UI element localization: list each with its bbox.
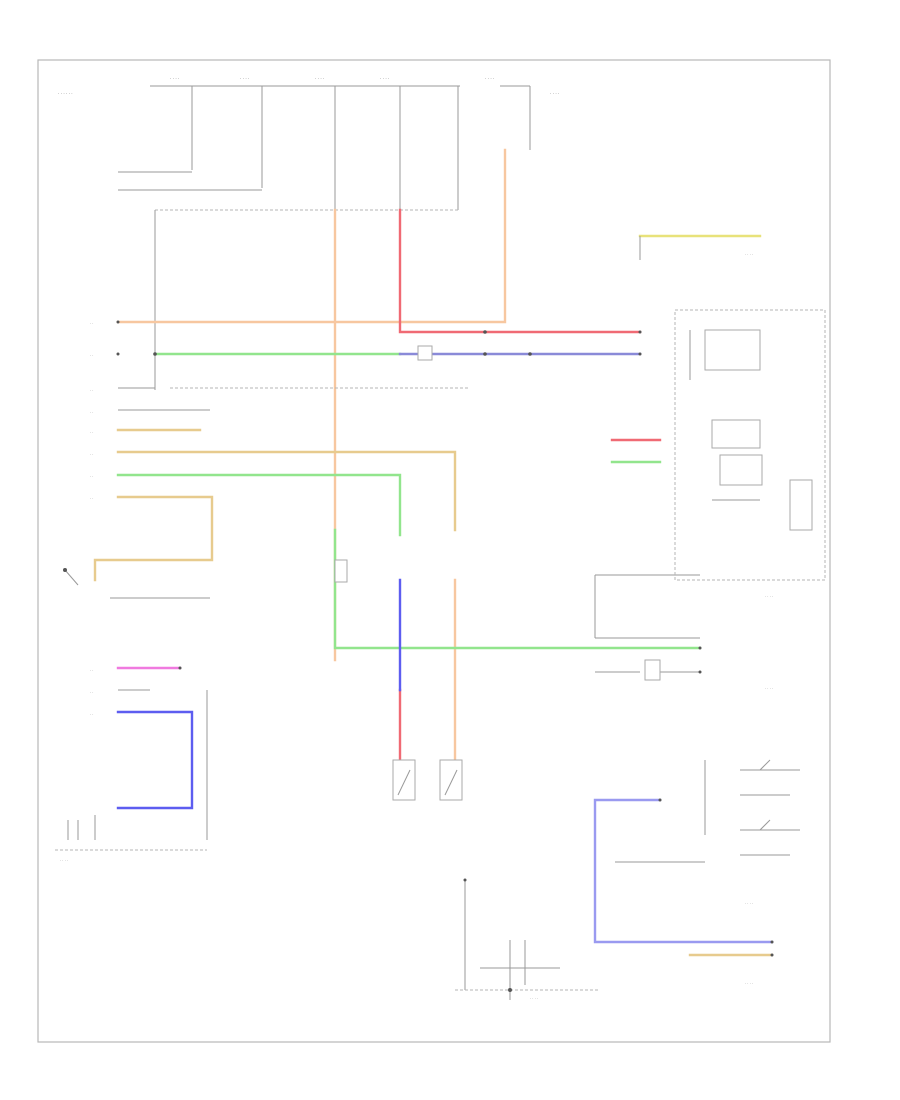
wire-red-1	[398, 208, 642, 334]
wire-tan-1	[116, 450, 457, 532]
svg-text:· · · ·: · · · ·	[745, 982, 753, 986]
junction-dots	[116, 320, 774, 992]
text-fuse-4: · · · ·	[380, 76, 389, 81]
text-fuse-5: · · · ·	[485, 76, 494, 81]
svg-text:· ·: · ·	[90, 453, 93, 457]
diagram-frame	[37, 59, 831, 1043]
svg-text:· · · ·: · · · ·	[765, 595, 773, 599]
svg-text:· · · ·: · · · ·	[745, 253, 753, 257]
svg-text:· ·: · ·	[90, 322, 93, 326]
control-module	[674, 309, 826, 581]
svg-text:· ·: · ·	[90, 691, 93, 695]
svg-text:· ·: · ·	[90, 354, 93, 358]
text-fuse-1: · · · ·	[170, 76, 179, 81]
gray-wiring	[55, 236, 706, 1000]
wire-blue-2	[116, 710, 194, 810]
wire-green-2	[116, 473, 402, 537]
svg-text:· ·: · ·	[90, 431, 93, 435]
svg-text:· · · ·: · · · ·	[60, 859, 68, 863]
svg-text:· · · ·: · · · ·	[765, 687, 773, 691]
top-power-section: · · · · · · · · · · · · · · · · · · · · …	[58, 76, 559, 390]
svg-text:· ·: · ·	[90, 389, 93, 393]
text-power-source: · · · · · ·	[58, 91, 73, 96]
svg-text:· · · ·: · · · ·	[745, 902, 753, 906]
wire-green-3	[333, 528, 702, 650]
svg-text:· ·: · ·	[90, 497, 93, 501]
text-fuse-2: · · · ·	[240, 76, 249, 81]
text-relay-box: · · · ·	[550, 91, 559, 96]
wire-blue-3	[593, 798, 774, 944]
svg-text:· ·: · ·	[90, 411, 93, 415]
relay-switches	[334, 345, 661, 801]
switch-cluster-left	[63, 568, 96, 840]
switch-cluster-right	[740, 759, 800, 856]
text-fuse-3: · · · ·	[315, 76, 324, 81]
wire-orange-1	[116, 148, 507, 324]
svg-text:· · · ·: · · · ·	[530, 997, 538, 1001]
connector-labels: · · · · · · · · · · · · · · · · · · · · …	[60, 253, 773, 1001]
wire-tan-3	[93, 495, 214, 582]
svg-text:· ·: · ·	[90, 713, 93, 717]
svg-text:· ·: · ·	[90, 475, 93, 479]
svg-text:· ·: · ·	[90, 669, 93, 673]
